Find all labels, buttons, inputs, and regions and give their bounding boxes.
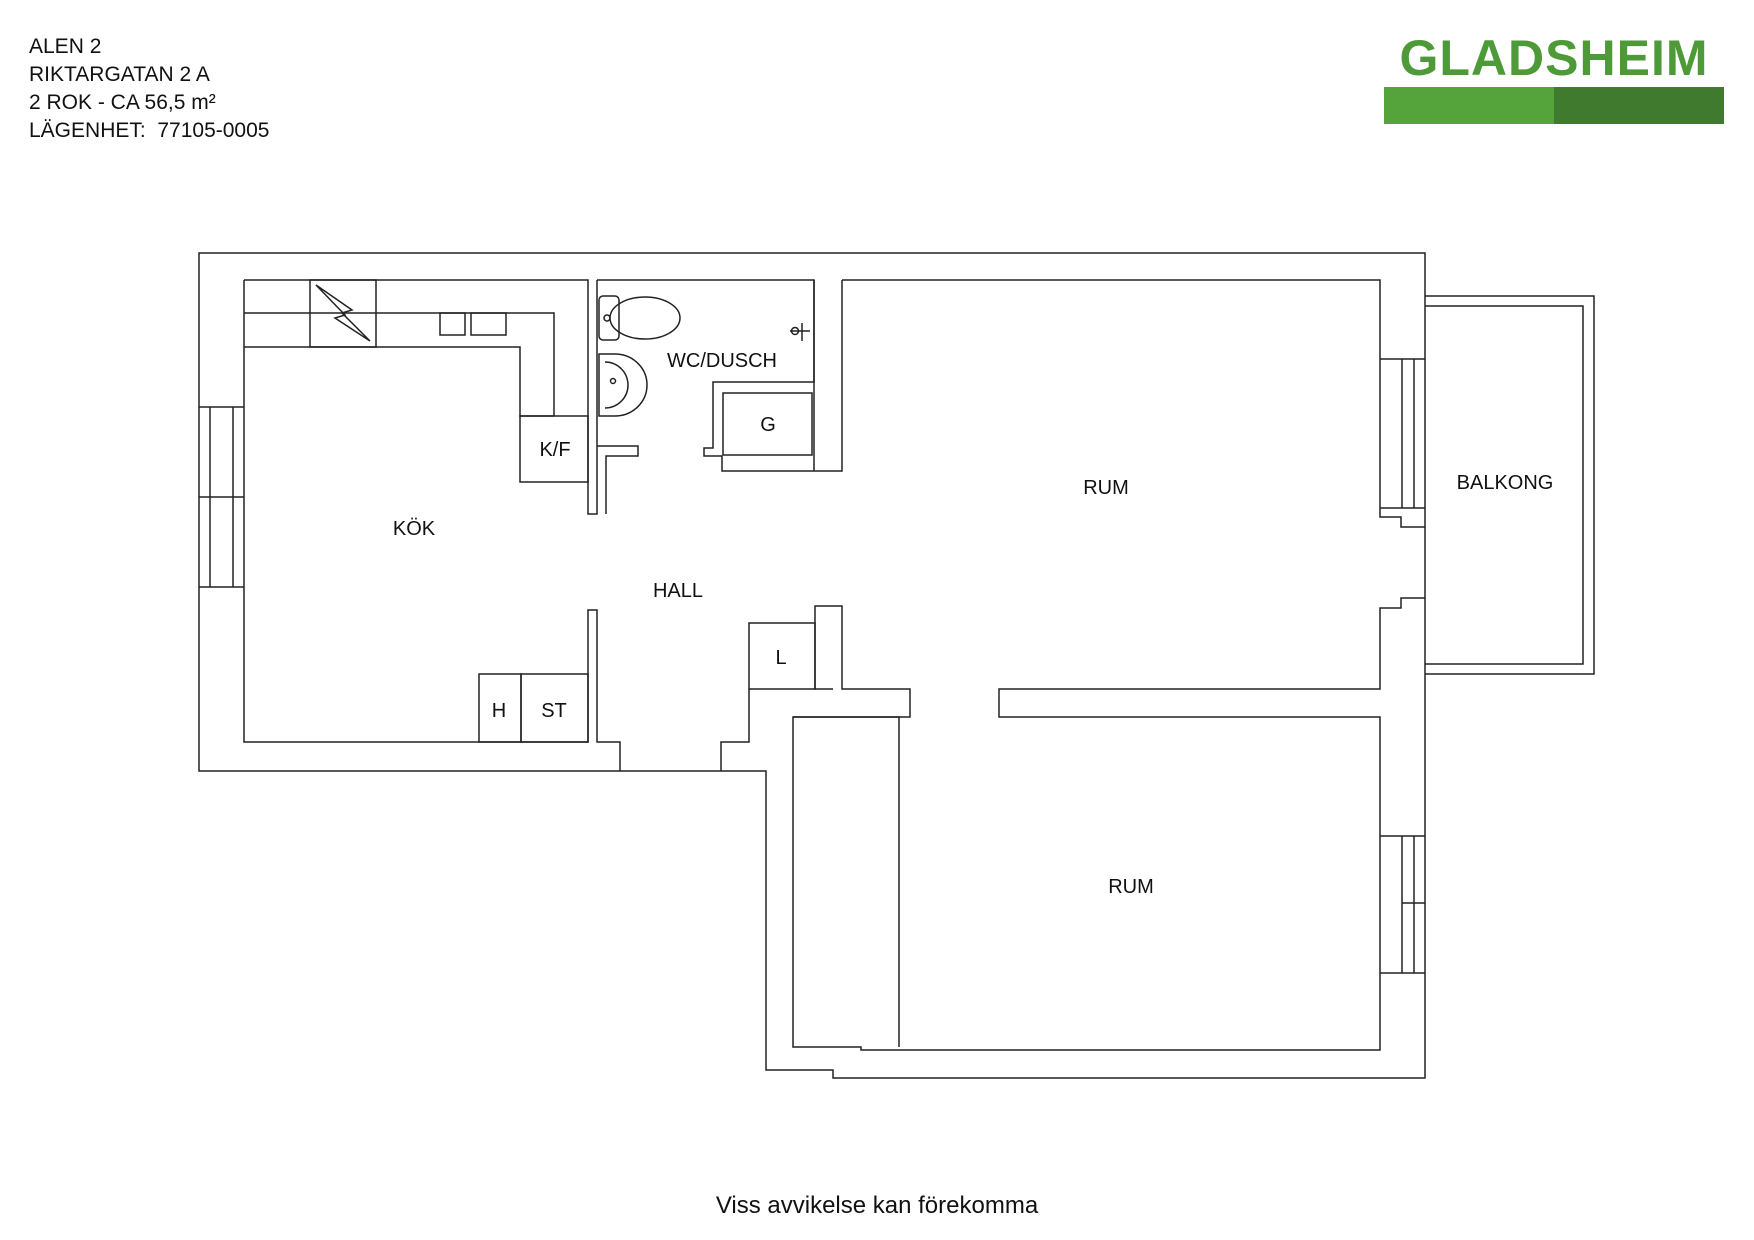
fridge-kf	[519, 415, 589, 483]
toilet-icon	[598, 295, 681, 341]
sink-left	[439, 312, 466, 336]
balcony-outline	[1425, 295, 1595, 675]
room-label-wc: WC/DUSCH	[667, 350, 777, 372]
window-room2	[1380, 835, 1425, 974]
closet-l	[748, 622, 816, 690]
laundry-g	[722, 392, 813, 456]
label-h: H	[492, 700, 506, 722]
outer-wall	[198, 252, 1426, 1079]
window-kitchen	[199, 406, 244, 588]
room-label-rum-1: RUM	[1083, 477, 1129, 499]
label-g: G	[760, 414, 776, 436]
room1-wall	[842, 279, 1425, 528]
room-label-hall: HALL	[653, 580, 703, 602]
room-label-kok: KÖK	[393, 518, 436, 540]
bath-door-stub	[597, 445, 639, 514]
kitchen-counter-top	[244, 312, 555, 416]
stove-box	[309, 279, 377, 348]
room-label-balkong: BALKONG	[1457, 472, 1554, 494]
kitchen-inner-wall-lower	[243, 280, 621, 771]
room1-lower-wall	[792, 597, 1425, 1051]
shower-tap-icon	[790, 323, 810, 341]
kitchen-counter	[244, 346, 554, 417]
room-label-rum-2: RUM	[1108, 876, 1154, 898]
walls	[198, 252, 1595, 1079]
street-address: RIKTARGATAN 2 A	[29, 63, 210, 86]
electric-symbol	[315, 284, 371, 342]
room1-left-stub	[814, 280, 843, 472]
building-name: ALEN 2	[29, 35, 102, 58]
apartment-number: LÄGENHET: 77105-0005	[29, 119, 270, 142]
washbasin-icon	[598, 353, 648, 417]
sink-right	[470, 312, 507, 336]
logo-bar-dark	[1554, 87, 1724, 124]
window-room1	[1380, 358, 1425, 509]
disclaimer: Viss avvikelse kan förekomma	[715, 1192, 1039, 1219]
logo-text: GLADSHEIM	[1399, 30, 1709, 86]
label-st: ST	[541, 700, 567, 722]
logo-bar-light	[1384, 87, 1554, 124]
cabinet-st	[520, 673, 589, 743]
hall-lower-wall	[720, 689, 750, 771]
apartment-size: 2 ROK - CA 56,5 m²	[29, 91, 216, 114]
bath-wall	[597, 279, 815, 472]
apartment-info: ALEN 2 RIKTARGATAN 2 A 2 ROK - CA 56,5 m…	[29, 33, 269, 145]
gladsheim-logo: GLADSHEIM	[1384, 28, 1724, 124]
wardrobe	[793, 716, 900, 1047]
label-l: L	[775, 647, 786, 669]
label-kf: K/F	[539, 439, 570, 461]
balcony-inner	[1425, 305, 1584, 665]
kitchen-inner-wall	[244, 279, 598, 515]
